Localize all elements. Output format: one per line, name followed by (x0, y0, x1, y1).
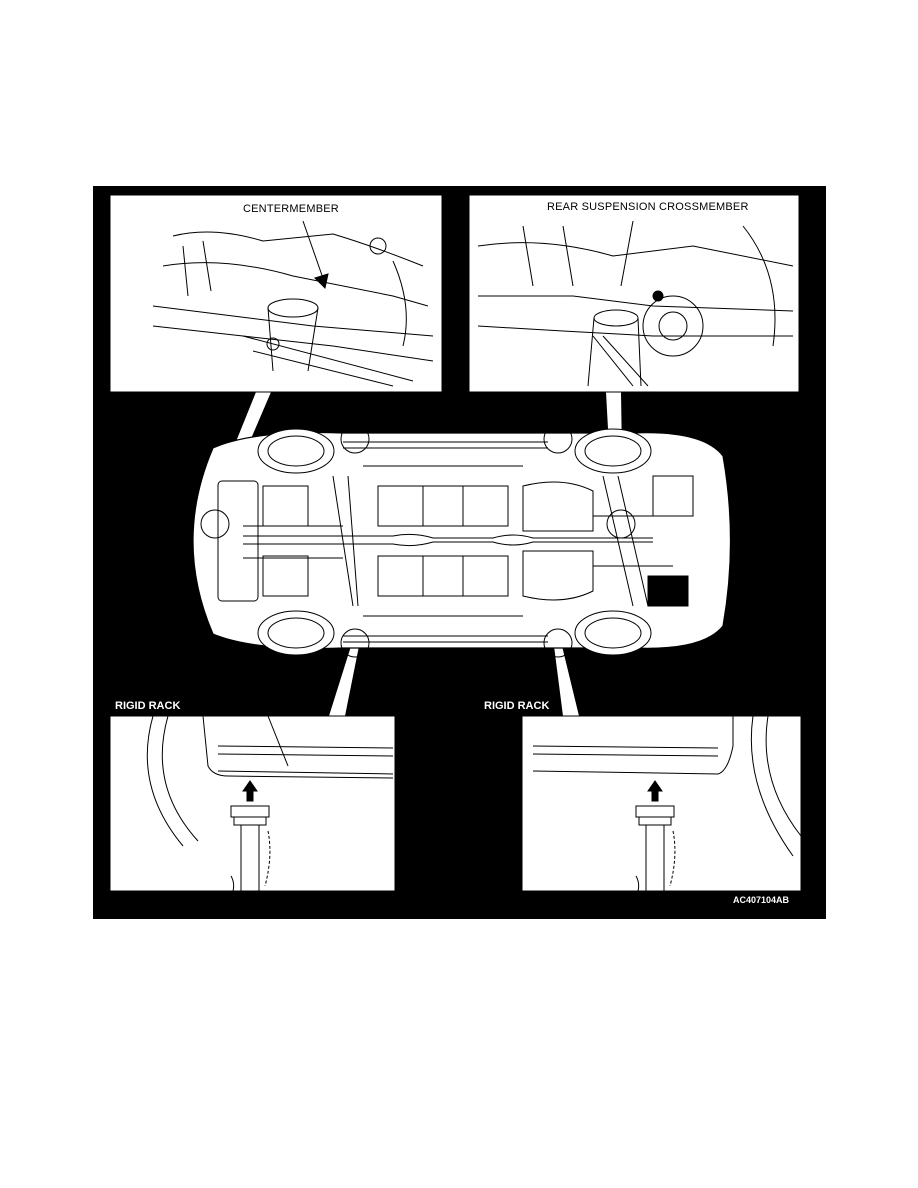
car-body-outline (192, 431, 732, 650)
exhaust-pipe (243, 533, 653, 539)
inset-rack-left (109, 715, 396, 892)
inset-rack-right (521, 715, 802, 892)
inset-centermember (109, 194, 443, 393)
fuel-tank (522, 481, 594, 532)
lift-point-rr (543, 628, 573, 658)
lift-point-fl (340, 424, 370, 454)
callout-wedge-rack-right (554, 646, 579, 716)
rigid-rack-right-label: RIGID RACK (484, 700, 550, 712)
callout-wedge-rack-left (329, 646, 359, 716)
rigid-rack-left-label: RIGID RACK (115, 700, 181, 712)
inset-crossmember (468, 194, 800, 393)
car-detail (200, 424, 694, 658)
undercarriage-figure: CENTERMEMBER REAR SUSPENSION CROSSMEMBER… (93, 186, 826, 919)
figure-svg (109, 194, 802, 892)
rear-crossmember-label: REAR SUSPENSION CROSSMEMBER (547, 201, 749, 213)
car-underbody (192, 431, 732, 650)
lift-point-rl (543, 424, 573, 454)
figure-code: AC407104AB (733, 895, 790, 905)
jack-point-front (200, 509, 230, 539)
jack-point-rear (606, 509, 636, 539)
centermember-label: CENTERMEMBER (243, 203, 339, 215)
lift-point-fr (340, 628, 370, 658)
